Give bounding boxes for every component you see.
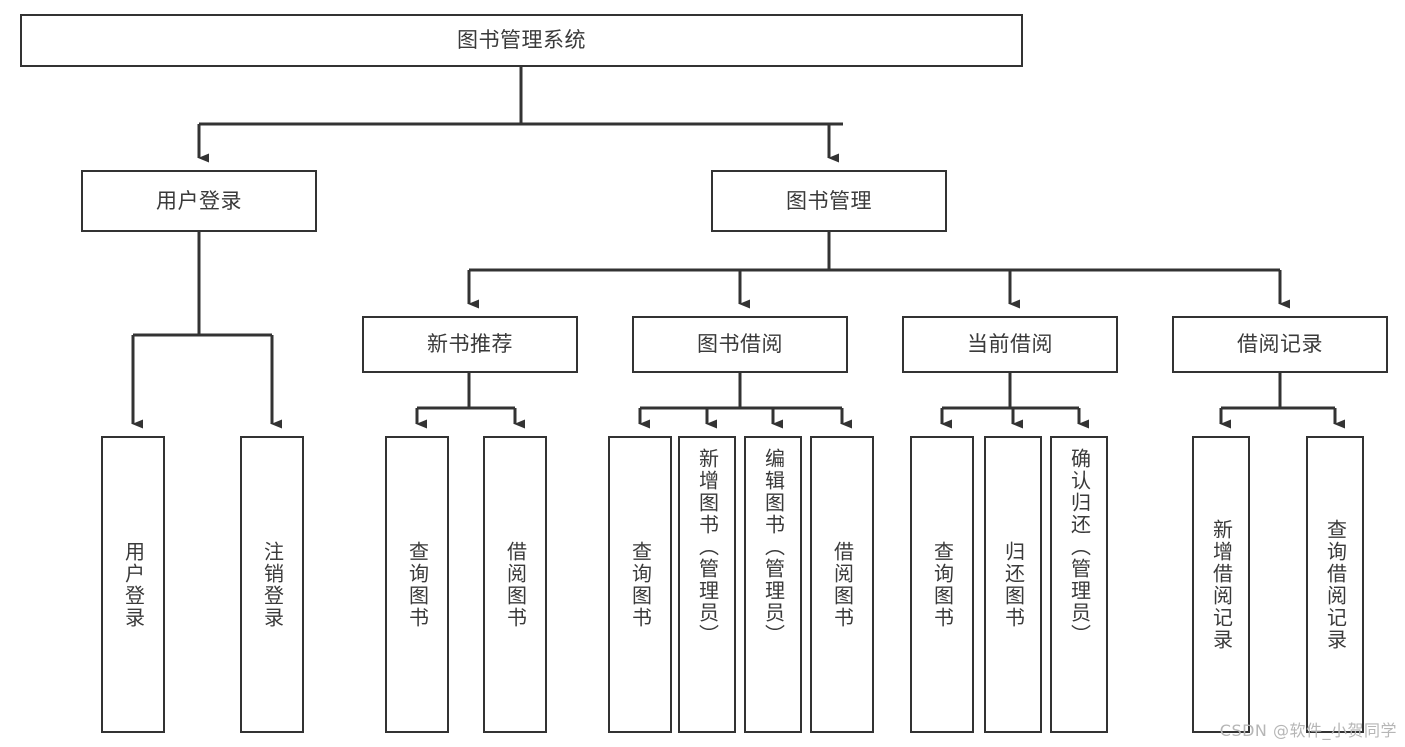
- node-book-manage-label: 图书管理: [786, 188, 872, 213]
- node-leaf-borrow-book-2-label: 借阅图书: [830, 540, 855, 629]
- node-leaf-confirm-return[interactable]: 确认归还（管理员）: [1050, 436, 1108, 733]
- node-leaf-add-book[interactable]: 新增图书（管理员）: [678, 436, 736, 733]
- node-leaf-query-record-label: 查询借阅记录: [1323, 518, 1348, 651]
- node-leaf-confirm-return-label: 确认归还（管理员）: [1067, 448, 1092, 646]
- node-new-book-recommend[interactable]: 新书推荐: [362, 316, 578, 373]
- node-leaf-user-login[interactable]: 用户登录: [101, 436, 165, 733]
- node-leaf-add-book-label: 新增图书（管理员）: [695, 448, 720, 646]
- node-leaf-query-book-3[interactable]: 查询图书: [910, 436, 974, 733]
- node-leaf-return-book-label: 归还图书: [1001, 540, 1026, 629]
- node-leaf-borrow-book-1[interactable]: 借阅图书: [483, 436, 547, 733]
- node-borrow-record[interactable]: 借阅记录: [1172, 316, 1388, 373]
- node-leaf-query-book-1[interactable]: 查询图书: [385, 436, 449, 733]
- node-leaf-user-login-label: 用户登录: [121, 540, 146, 629]
- node-leaf-return-book[interactable]: 归还图书: [984, 436, 1042, 733]
- node-borrow-record-label: 借阅记录: [1237, 332, 1323, 357]
- node-root-label: 图书管理系统: [457, 28, 586, 53]
- node-current-borrow-label: 当前借阅: [967, 332, 1053, 357]
- node-book-borrow[interactable]: 图书借阅: [632, 316, 848, 373]
- node-user-login-label: 用户登录: [156, 188, 242, 213]
- node-leaf-borrow-book-2[interactable]: 借阅图书: [810, 436, 874, 733]
- node-leaf-edit-book[interactable]: 编辑图书（管理员）: [744, 436, 802, 733]
- watermark-text: CSDN @软件_小贺同学: [1219, 721, 1397, 740]
- node-book-borrow-label: 图书借阅: [697, 332, 783, 357]
- node-leaf-query-book-3-label: 查询图书: [930, 540, 955, 629]
- node-leaf-query-record[interactable]: 查询借阅记录: [1306, 436, 1364, 733]
- node-leaf-add-record[interactable]: 新增借阅记录: [1192, 436, 1250, 733]
- node-leaf-add-record-label: 新增借阅记录: [1209, 518, 1234, 651]
- node-current-borrow[interactable]: 当前借阅: [902, 316, 1118, 373]
- node-user-login[interactable]: 用户登录: [81, 170, 317, 232]
- node-leaf-query-book-2-label: 查询图书: [628, 540, 653, 629]
- node-leaf-query-book-2[interactable]: 查询图书: [608, 436, 672, 733]
- node-new-book-recommend-label: 新书推荐: [427, 332, 513, 357]
- node-leaf-logout-label: 注销登录: [260, 540, 285, 629]
- node-leaf-edit-book-label: 编辑图书（管理员）: [761, 448, 786, 646]
- node-book-manage[interactable]: 图书管理: [711, 170, 947, 232]
- node-leaf-borrow-book-1-label: 借阅图书: [503, 540, 528, 629]
- node-leaf-query-book-1-label: 查询图书: [405, 540, 430, 629]
- node-leaf-logout[interactable]: 注销登录: [240, 436, 304, 733]
- node-root[interactable]: 图书管理系统: [20, 14, 1023, 67]
